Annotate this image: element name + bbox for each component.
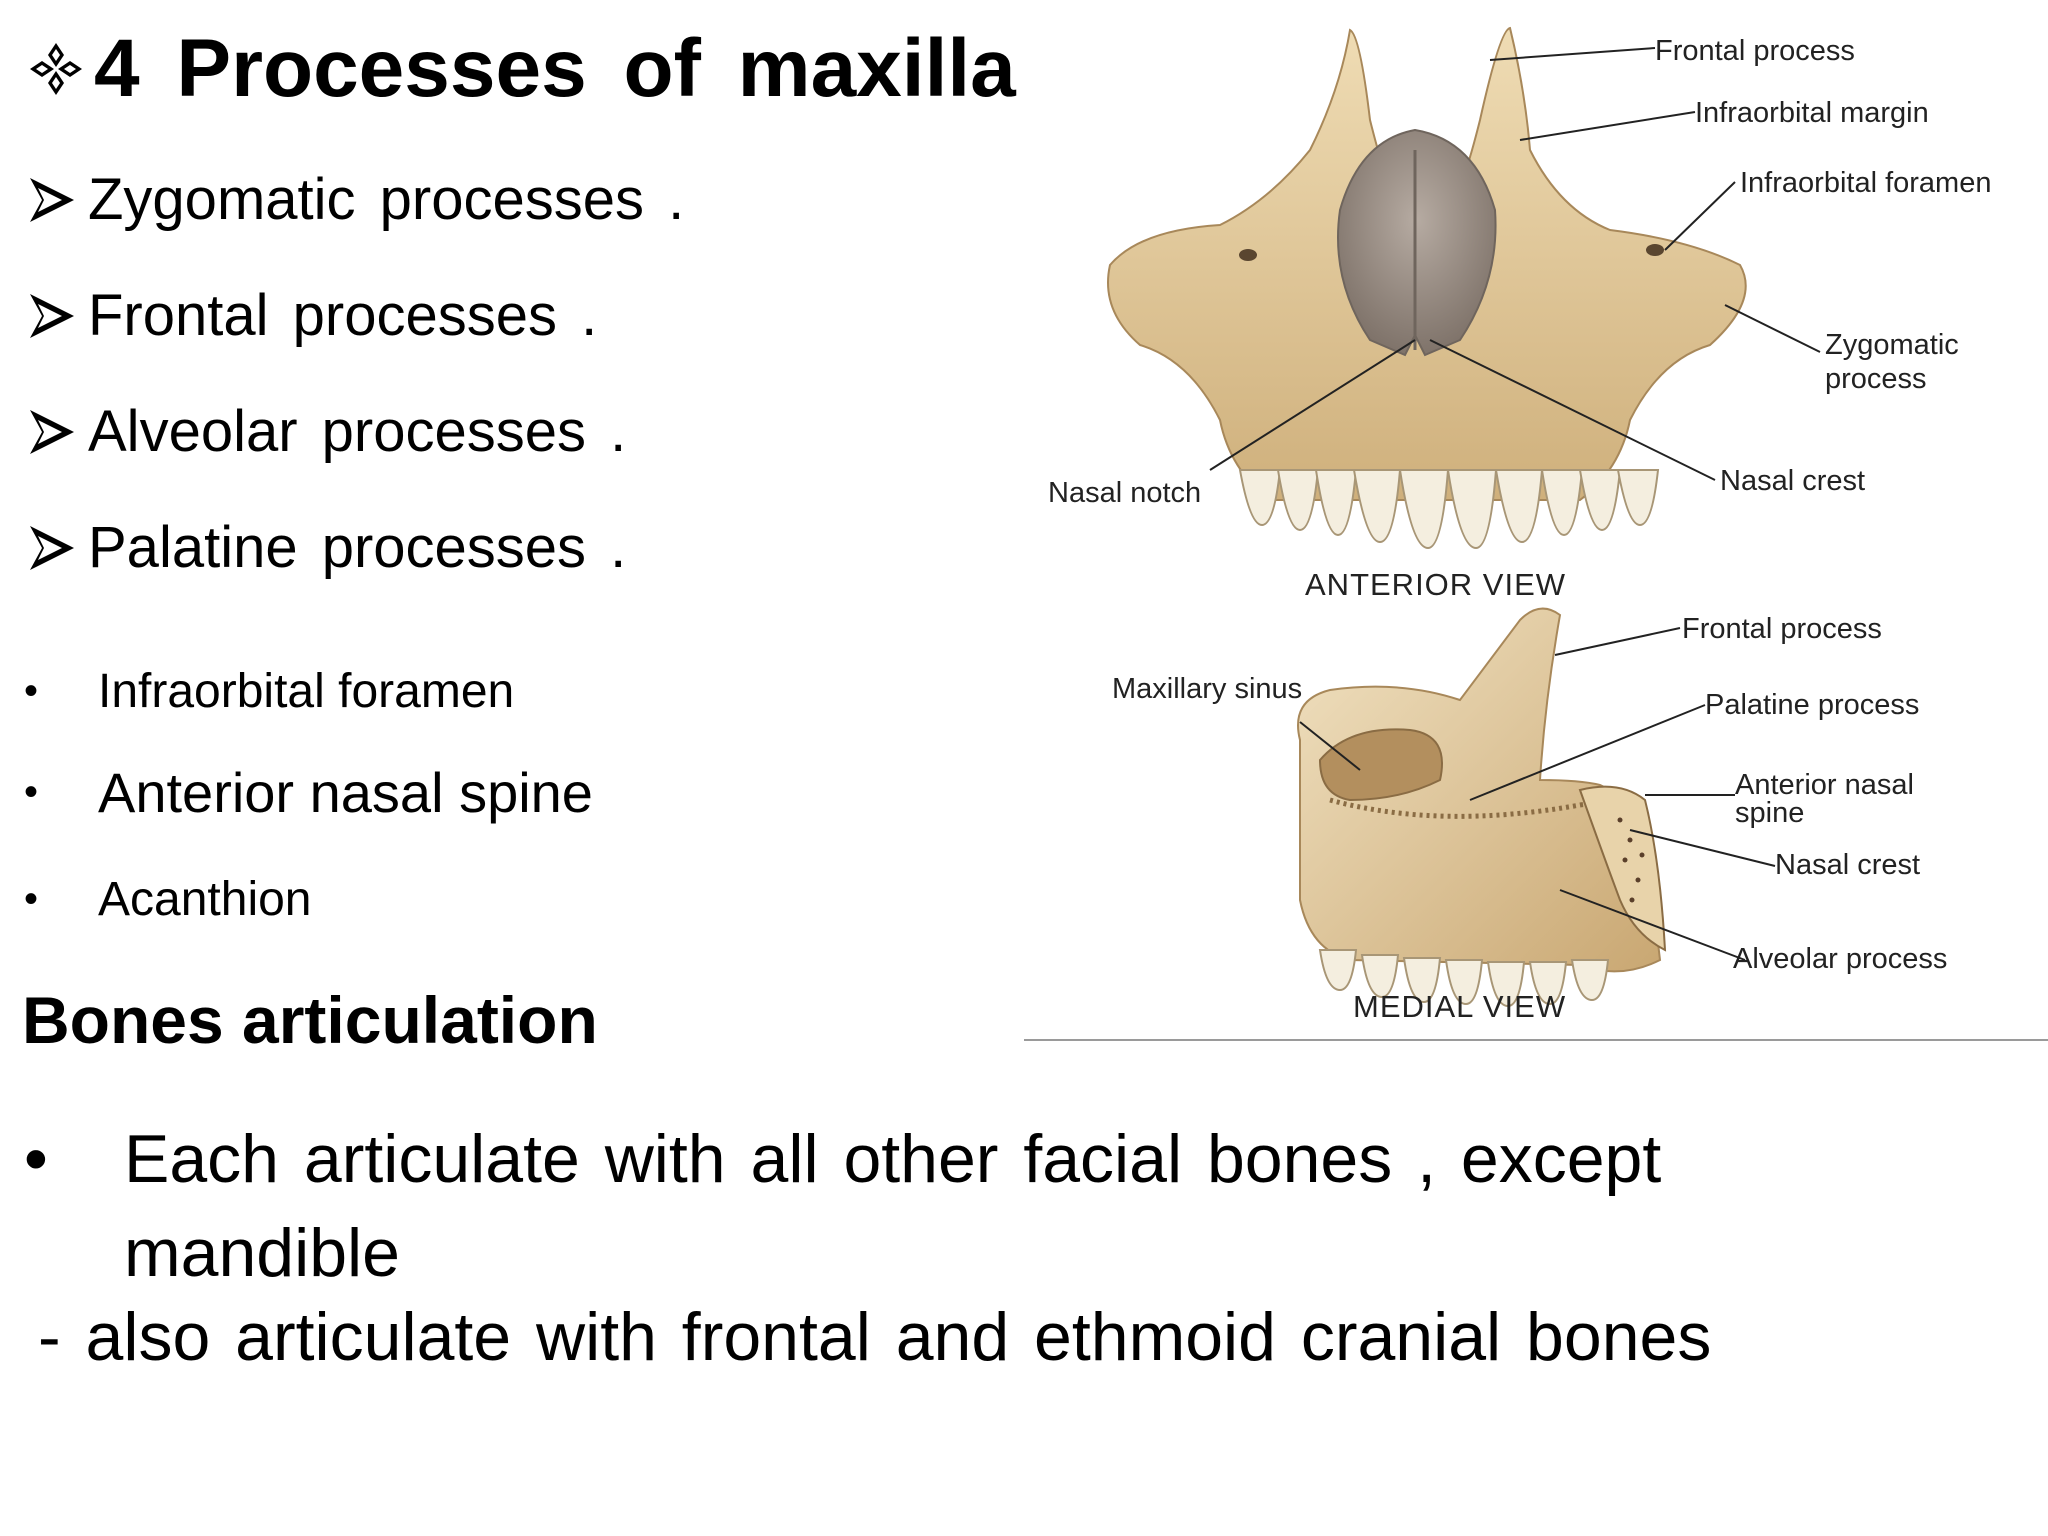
label-palatine-process: Palatine process: [1705, 689, 1919, 721]
process-label: Zygomatic processes .: [88, 167, 685, 232]
process-label: Frontal processes .: [88, 283, 598, 348]
maxilla-illustration: Frontal process Infraorbital margin Infr…: [1024, 26, 2048, 1041]
feature-item: • Acanthion: [24, 872, 312, 927]
process-label: Alveolar processes .: [88, 399, 627, 464]
label-zygomatic-line2: process: [1825, 363, 1927, 395]
feature-label: Anterior nasal spine: [98, 761, 593, 824]
slide-title: 4 Processes of maxilla: [24, 22, 1016, 116]
label-infraorbital-foramen: Infraorbital foramen: [1740, 167, 1991, 199]
label-medial-nasal-crest: Nasal crest: [1775, 849, 1920, 881]
feature-label: Acanthion: [98, 873, 312, 926]
medial-view-drawing: Frontal process Maxillary sinus Palatine…: [1112, 607, 1947, 1024]
bullet-dot: •: [24, 877, 39, 921]
bullet-dot: •: [24, 770, 39, 814]
section-heading: Bones articulation: [22, 983, 598, 1057]
anterior-view-drawing: Frontal process Infraorbital margin Infr…: [1048, 26, 1991, 602]
label-infraorbital-margin: Infraorbital margin: [1695, 97, 1929, 129]
maxilla-figure: Frontal process Infraorbital margin Infr…: [1020, 0, 2048, 1045]
process-item: Frontal processes .: [24, 282, 597, 349]
process-item: Alveolar processes .: [24, 398, 626, 465]
arrow-bullet-icon: [30, 177, 74, 222]
label-alveolar-process: Alveolar process: [1733, 943, 1947, 975]
label-frontal-process: Frontal process: [1655, 35, 1855, 67]
label-anterior-nasal-line2: spine: [1735, 797, 1804, 829]
process-item: Zygomatic processes .: [24, 166, 684, 233]
process-label: Palatine processes .: [88, 515, 627, 580]
label-nasal-notch: Nasal notch: [1048, 477, 1201, 509]
arrow-bullet-icon: [30, 293, 74, 338]
bullet-dot: •: [24, 669, 39, 713]
label-maxillary-sinus: Maxillary sinus: [1112, 673, 1302, 705]
label-medial-frontal-process: Frontal process: [1682, 613, 1882, 645]
arrow-bullet-icon: [30, 525, 74, 570]
label-anterior-nasal-line1: Anterior nasal: [1735, 769, 1914, 801]
medial-view-label: MEDIAL VIEW: [1353, 989, 1566, 1024]
articulation-note: - also articulate with frontal and ethmo…: [38, 1299, 1712, 1375]
anterior-view-label: ANTERIOR VIEW: [1305, 567, 1566, 602]
articulation-bullet: • Each articulate with all other facial …: [24, 1112, 1924, 1300]
diamond-bullet-icon: [24, 37, 88, 101]
label-nasal-crest: Nasal crest: [1720, 465, 1865, 497]
title-text: 4 Processes of maxilla: [94, 23, 1016, 114]
feature-item: • Anterior nasal spine: [24, 760, 593, 825]
bullet-dot: •: [24, 1121, 48, 1197]
feature-label: Infraorbital foramen: [98, 665, 515, 718]
label-zygomatic-line1: Zygomatic: [1825, 329, 1959, 361]
arrow-bullet-icon: [30, 409, 74, 454]
feature-item: • Infraorbital foramen: [24, 664, 514, 719]
process-item: Palatine processes .: [24, 514, 626, 581]
articulation-text: Each articulate with all other facial bo…: [124, 1121, 1662, 1291]
